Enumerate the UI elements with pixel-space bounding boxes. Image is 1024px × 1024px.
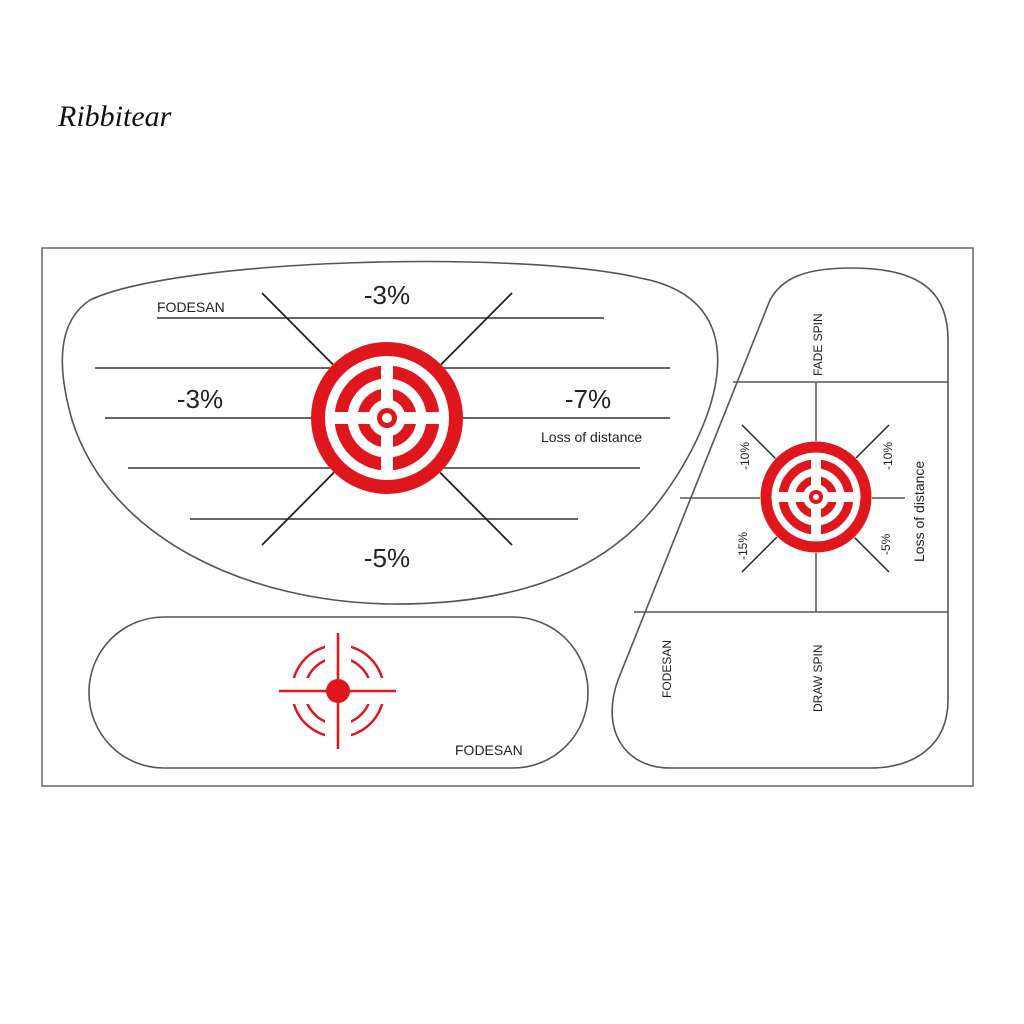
driver-loss-label: Loss of distance [541, 429, 642, 445]
sheet-border [41, 247, 974, 787]
iron-target-icon [760, 441, 872, 553]
iron-top-left-loss: -10% [738, 442, 752, 470]
putter-outline [88, 616, 589, 769]
driver-outline [61, 260, 719, 605]
iron-bottom-left-loss: -15% [736, 532, 750, 560]
driver-right-loss: -7% [565, 384, 611, 414]
driver-sticker: FODESAN -3% -3% -7% Loss of distance -5% [61, 260, 719, 605]
iron-sticker: FADE SPIN DRAW SPIN FODESAN Loss of dist… [611, 267, 949, 769]
putter-brand-label: FODESAN [455, 742, 523, 758]
driver-target-icon [311, 342, 463, 494]
putter-sticker: FODESAN [88, 616, 589, 769]
iron-loss-label: Loss of distance [911, 461, 927, 562]
driver-left-loss: -3% [177, 384, 223, 414]
crosshair-icon [279, 633, 396, 749]
driver-top-loss: -3% [364, 280, 410, 310]
iron-draw-label: DRAW SPIN [811, 644, 825, 712]
watermark-brand: Ribbitear [58, 100, 172, 133]
iron-brand-label: FODESAN [660, 640, 674, 698]
iron-fade-label: FADE SPIN [811, 313, 825, 376]
driver-bottom-loss: -5% [364, 543, 410, 573]
iron-outline [611, 267, 949, 769]
iron-top-right-loss: -10% [881, 442, 895, 470]
driver-brand-label: FODESAN [157, 299, 225, 315]
iron-bottom-right-loss: -5% [879, 533, 893, 555]
